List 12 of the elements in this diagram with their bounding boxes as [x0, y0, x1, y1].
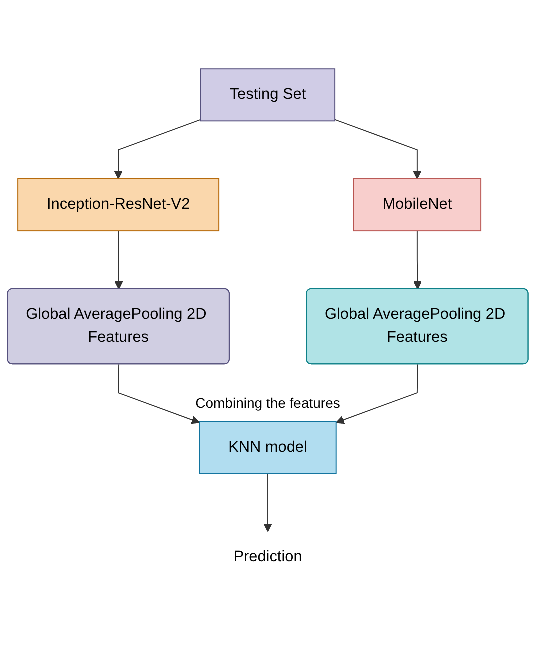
arrow: [114, 230, 124, 290]
arrow: [118, 364, 200, 424]
node-box: Testing Set: [200, 68, 336, 122]
node-text: Prediction: [234, 549, 302, 566]
arrow: [336, 364, 418, 424]
node-box: KNN model: [199, 421, 337, 474]
arrow: [414, 230, 422, 290]
arrow: [334, 119, 422, 180]
node-box: MobileNet: [353, 178, 482, 232]
node-box: Inception-ResNet-V2: [18, 178, 220, 232]
arrow: [264, 474, 272, 532]
arrow: [114, 119, 202, 180]
